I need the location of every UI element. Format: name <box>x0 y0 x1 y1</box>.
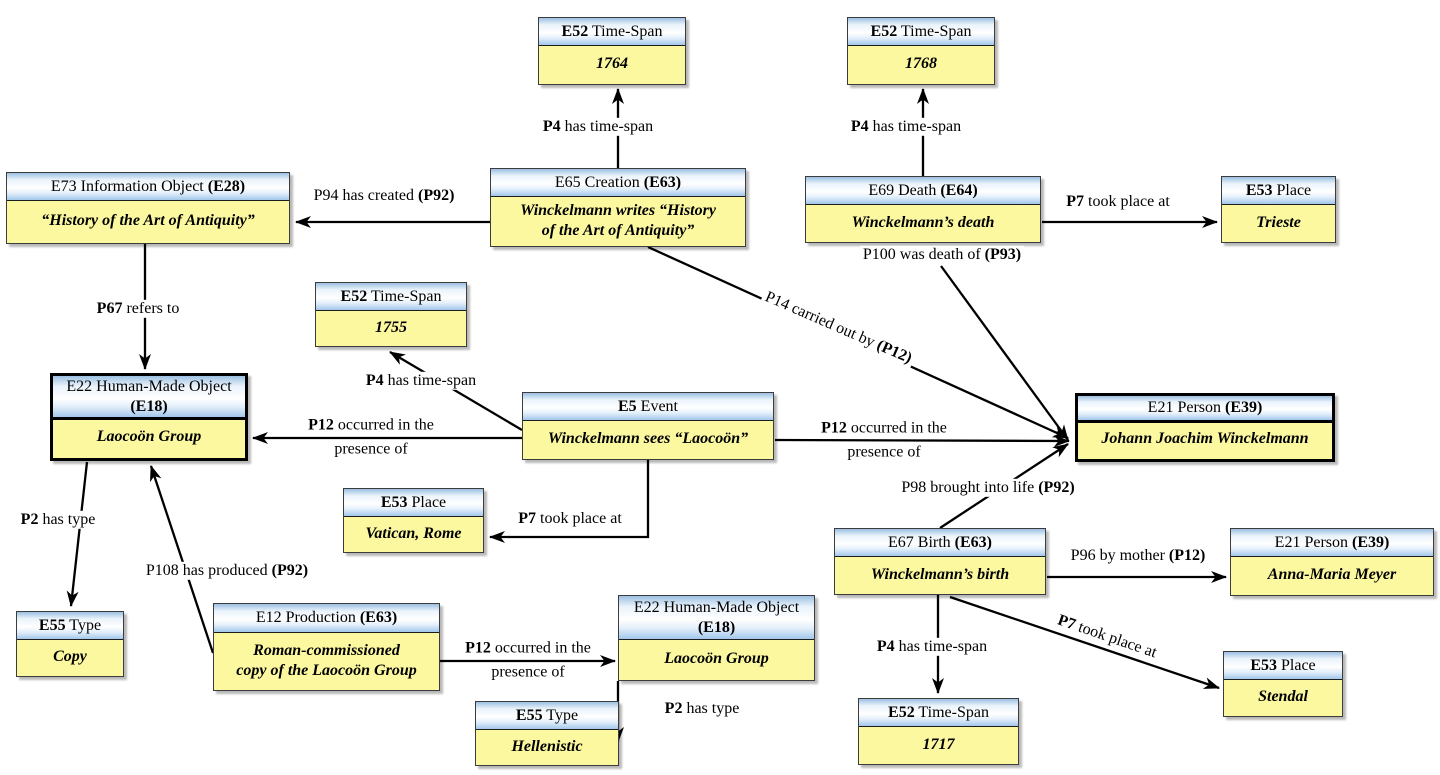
node-birth-winckelmanns-birth: E67 Birth (E63) Winckelmann’s birth <box>834 528 1046 595</box>
node-header: E65 Creation (E63) <box>491 169 745 197</box>
node-information-object-history-of-art: E73 Information Object (E28) “History of… <box>6 172 290 244</box>
node-label: Laocoön Group <box>96 428 202 445</box>
edge-label-p4-has-time-span-birth: P4 has time-span <box>873 637 991 662</box>
node-place-vatican-rome: E53 Place Vatican, Rome <box>343 488 484 553</box>
node-header: E55 Type <box>17 612 123 640</box>
edge-label-p2-has-type-copy: P2 has type <box>17 510 99 535</box>
node-timespan-1768: E52 Time-Span 1768 <box>847 17 995 85</box>
node-timespan-1717: E52 Time-Span 1717 <box>858 698 1019 765</box>
node-label: Winckelmann’s death <box>851 213 995 231</box>
node-label: 1764 <box>596 55 628 72</box>
node-label: Copy <box>53 648 87 665</box>
edge-label-p94-has-created: P94 has created (P92) <box>310 186 458 211</box>
node-human-made-object-laocoon-group-2: E22 Human-Made Object (E18) Laocoön Grou… <box>618 595 815 681</box>
edge-label-p7-took-place-at-birth: P7 took place at <box>1050 610 1162 670</box>
edge-label-p67-refers-to: P67 refers to <box>93 299 183 324</box>
node-type-copy: E55 Type Copy <box>16 611 124 677</box>
node-header: E53 Place <box>1222 177 1335 205</box>
node-creation-winckelmann-writes-history: E65 Creation (E63) Winckelmann writes “H… <box>490 168 746 247</box>
node-header: E52 Time-Span <box>539 18 685 46</box>
node-header: E52 Time-Span <box>316 283 466 311</box>
edge-p108-has-produced <box>149 465 215 654</box>
edge-label-p96-by-mother: P96 by mother (P12) <box>1067 546 1209 571</box>
node-human-made-object-laocoon-group-1: E22 Human-Made Object (E18) Laocoön Grou… <box>50 373 248 461</box>
node-person-anna-maria-meyer: E21 Person (E39) Anna-Maria Meyer <box>1230 528 1434 596</box>
node-label: Laocoön Group <box>664 650 769 667</box>
node-header: E5 Event <box>523 393 773 421</box>
edge-p100-was-death-of <box>940 265 1069 441</box>
edge-label-p14-carried-out-by: P14 carried out by (P12) <box>756 287 918 375</box>
node-label: Anna-Maria Meyer <box>1267 566 1397 583</box>
node-place-trieste: E53 Place Trieste <box>1221 176 1336 243</box>
node-header: E21 Person (E39) <box>1078 396 1332 423</box>
node-label: Stendal <box>1258 688 1308 705</box>
node-label: Winckelmann sees “Laocoön” <box>547 430 749 447</box>
edge-label-p4-has-time-span-creation: P4 has time-span <box>539 117 657 142</box>
node-timespan-1755: E52 Time-Span 1755 <box>315 282 467 347</box>
node-header: E53 Place <box>344 489 483 517</box>
node-header: E22 Human-Made Object (E18) <box>53 376 245 420</box>
node-header: E53 Place <box>1224 652 1342 680</box>
node-header: E21 Person (E39) <box>1231 529 1433 557</box>
edge-label-p4-has-time-span-death: P4 has time-span <box>847 117 965 142</box>
node-label: 1755 <box>375 318 407 336</box>
node-label: Winckelmann’s birth <box>870 565 1010 583</box>
node-header: E52 Time-Span <box>848 18 994 46</box>
node-label: Vatican, Rome <box>365 524 462 542</box>
node-label: “History of the Art of Antiquity” <box>41 212 255 229</box>
node-header: E67 Birth (E63) <box>835 529 1045 557</box>
edge-label-p108-has-produced: P108 has produced (P92) <box>142 561 312 586</box>
edge-label-p4-has-time-span-event: P4 has time-span <box>362 371 480 396</box>
node-death-winckelmanns-death: E69 Death (E64) Winckelmann’s death <box>805 176 1041 243</box>
node-header: E73 Information Object (E28) <box>7 173 289 201</box>
node-header: E52 Time-Span <box>859 699 1018 727</box>
node-type-hellenistic: E55 Type Hellenistic <box>475 701 619 766</box>
node-label: Hellenistic <box>511 737 583 755</box>
edge-label-p7-took-place-at-death: P7 took place at <box>1063 192 1173 217</box>
node-event-winckelmann-sees-laocoon: E5 Event Winckelmann sees “Laocoön” <box>522 392 774 460</box>
node-label: Trieste <box>1256 213 1301 231</box>
node-timespan-1764: E52 Time-Span 1764 <box>538 17 686 85</box>
node-header: E22 Human-Made Object (E18) <box>619 596 814 640</box>
node-header: E55 Type <box>476 702 618 730</box>
node-person-johann-joachim-winckelmann: E21 Person (E39) Johann Joachim Winckelm… <box>1075 393 1335 462</box>
edge-label-p7-took-place-at-event: P7 took place at <box>515 509 625 534</box>
node-place-stendal: E53 Place Stendal <box>1223 651 1343 717</box>
node-header: E12 Production (E63) <box>214 604 439 633</box>
node-label: Johann Joachim Winckelmann <box>1101 430 1309 447</box>
edge-label-p100-was-death-of: P100 was death of (P93) <box>859 245 1025 270</box>
edge-label-p2-has-type-hellenistic: P2 has type <box>661 699 743 724</box>
edge-label-p98-brought-into-life: P98 brought into life (P92) <box>898 478 1078 503</box>
node-label: 1717 <box>922 735 955 753</box>
node-header: E69 Death (E64) <box>806 177 1040 205</box>
node-label: 1768 <box>905 55 937 72</box>
